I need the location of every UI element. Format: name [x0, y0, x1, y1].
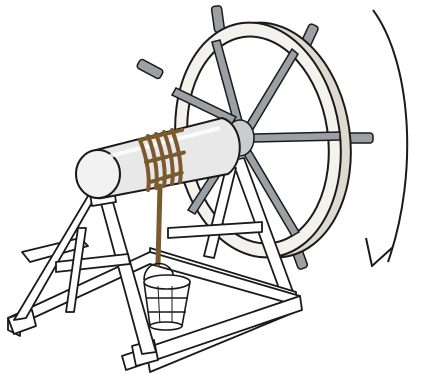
windlass-diagram	[0, 0, 424, 379]
